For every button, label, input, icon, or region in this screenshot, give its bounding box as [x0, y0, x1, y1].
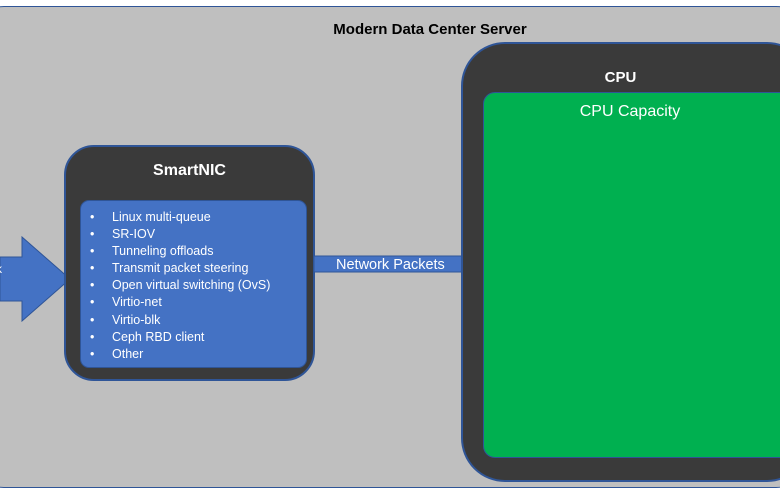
smartnic-title: SmartNIC: [153, 162, 226, 179]
bullet-icon: •: [90, 278, 95, 293]
bullet-icon: •: [90, 210, 95, 224]
feature-label: Open virtual switching (OvS): [112, 278, 271, 293]
bullet-icon: •: [90, 329, 95, 344]
cpu-capacity-area: CPU Capacity: [483, 92, 780, 458]
feature-label: Tunneling offloads: [112, 244, 214, 259]
network-packets-label: Network Packets: [336, 257, 445, 273]
feature-label: SR-IOV: [112, 227, 156, 242]
incoming-arrow: [0, 236, 71, 322]
feature-label: Other: [112, 346, 144, 361]
feature-item: • Linux multi-queue: [90, 209, 306, 226]
smartnic-feature-list: • Linux multi-queue • SR-IOV • Tunneling offl…: [81, 201, 306, 363]
cpu-capacity-label: CPU Capacity: [579, 103, 681, 120]
cpu-box: CPU CPU Capacity: [461, 42, 780, 482]
bullet-icon: •: [90, 312, 95, 327]
feature-label: Transmit packet steering: [112, 261, 249, 276]
smartnic-box: SmartNIC • Linux multi-queue • SR-IOV • Tunne…: [64, 145, 315, 381]
feature-item: • Transmit packet steering: [90, 260, 306, 277]
feature-item: • Other: [90, 346, 306, 363]
bullet-icon: •: [90, 261, 95, 276]
bullet-icon: •: [90, 227, 95, 242]
cpu-title: CPU: [604, 69, 637, 86]
feature-item: • Tunneling offloads: [90, 243, 306, 260]
feature-item: • Open virtual switching (OvS): [90, 277, 306, 294]
feature-item: • Ceph RBD client: [90, 329, 306, 346]
feature-item: • SR-IOV: [90, 226, 306, 243]
feature-item: • Virtio-blk: [90, 312, 306, 329]
feature-label: Ceph RBD client: [112, 329, 205, 344]
bullet-icon: •: [90, 244, 95, 259]
server-title: Modern Data Center Server: [333, 21, 527, 38]
feature-label: Virtio-blk: [112, 312, 161, 327]
smartnic-feature-panel: • Linux multi-queue • SR-IOV • Tunneling offl…: [80, 200, 307, 368]
feature-label: Virtio-net: [112, 295, 162, 310]
bullet-icon: •: [90, 295, 95, 310]
feature-label: Linux multi-queue: [112, 210, 211, 224]
incoming-arrow-label: k: [0, 262, 2, 276]
feature-item: • Virtio-net: [90, 294, 306, 311]
bullet-icon: •: [90, 346, 95, 361]
